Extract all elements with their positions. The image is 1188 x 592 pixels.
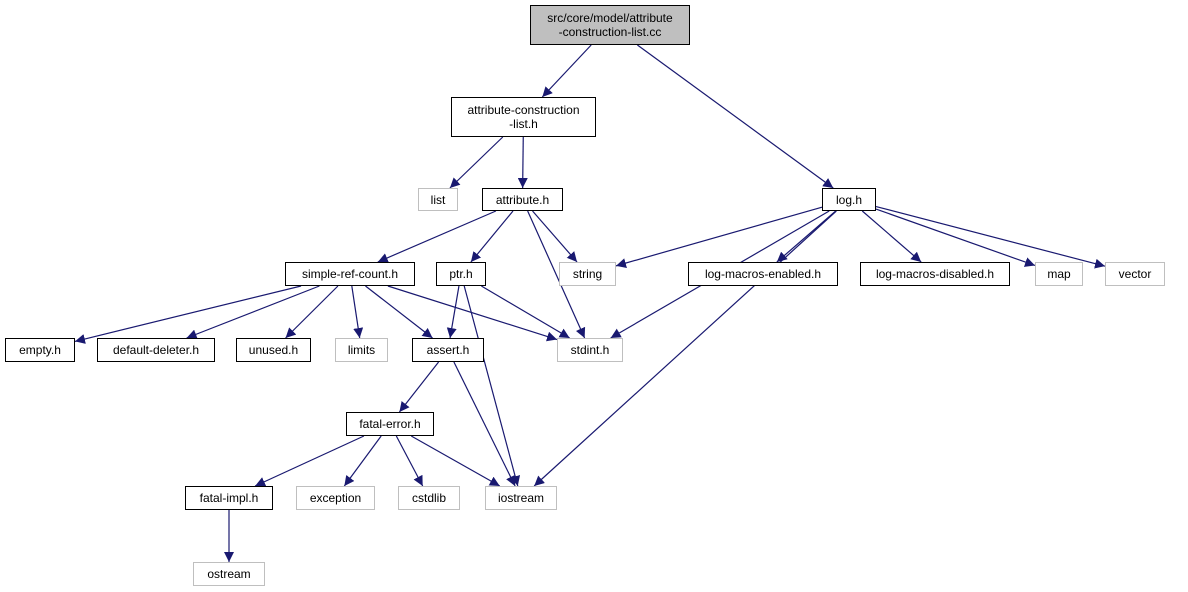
node-map[interactable]: map	[1035, 262, 1083, 286]
edge-attr-to-stdint	[527, 210, 586, 339]
edge-assert-to-fe	[398, 361, 440, 413]
node-log-h[interactable]: log.h	[822, 188, 876, 211]
edge-src-to-stdint	[387, 285, 558, 342]
edge-assert-to-iostream	[453, 361, 516, 487]
edge-src-to-dd	[186, 285, 320, 340]
node-iostream[interactable]: iostream	[485, 486, 557, 510]
node-log-macros-disabled-h[interactable]: log-macros-disabled.h	[860, 262, 1010, 286]
node-ostream[interactable]: ostream	[193, 562, 265, 586]
edge-src-to-limits	[351, 285, 364, 339]
edge-log-to-vector	[875, 205, 1106, 269]
node-log-macros-enabled-h[interactable]: log-macros-enabled.h	[688, 262, 838, 286]
edge-ptr-to-assert	[446, 285, 460, 339]
edge-src-to-assert	[365, 285, 433, 339]
edge-root-to-acl	[541, 44, 592, 98]
node-fatal-impl-h[interactable]: fatal-impl.h	[185, 486, 273, 510]
node-attribute-construction-list-h[interactable]: attribute-construction -list.h	[451, 97, 596, 137]
edge-log-to-map	[875, 208, 1036, 267]
edge-log-to-lmd	[861, 210, 922, 263]
node-attribute-h[interactable]: attribute.h	[482, 188, 563, 211]
edge-fe-to-exception	[343, 435, 382, 487]
edge-log-to-iostream	[533, 210, 837, 487]
edge-fe-to-cstdlib	[395, 435, 424, 487]
node-ptr-h[interactable]: ptr.h	[436, 262, 486, 286]
edge-attr-to-ptr	[470, 210, 514, 263]
edge-acl-to-attr	[517, 136, 528, 189]
edge-src-to-unused	[285, 285, 339, 339]
edge-attr-to-string	[532, 210, 578, 263]
edge-ptr-to-iostream	[463, 285, 521, 487]
node-stdint-h[interactable]: stdint.h	[557, 338, 623, 362]
edge-fe-to-iostream	[410, 435, 501, 487]
edge-acl-to-list	[449, 136, 504, 189]
edge-attr-to-src	[377, 210, 497, 263]
node-list[interactable]: list	[418, 188, 458, 211]
node-string[interactable]: string	[559, 262, 616, 286]
node-empty-h[interactable]: empty.h	[5, 338, 75, 362]
node-root-file[interactable]: src/core/model/attribute -construction-l…	[530, 5, 690, 45]
node-default-deleter-h[interactable]: default-deleter.h	[97, 338, 215, 362]
node-simple-ref-count-h[interactable]: simple-ref-count.h	[285, 262, 415, 286]
edge-log-to-lme	[776, 210, 837, 263]
node-fatal-error-h[interactable]: fatal-error.h	[346, 412, 434, 436]
node-cstdlib[interactable]: cstdlib	[398, 486, 460, 510]
node-assert-h[interactable]: assert.h	[412, 338, 484, 362]
edge-root-to-log	[637, 44, 834, 189]
edge-log-to-string	[615, 206, 823, 268]
edge-src-to-empty	[74, 285, 302, 344]
edge-fe-to-fi	[254, 435, 365, 487]
edge-ptr-to-stdint	[481, 285, 570, 339]
node-unused-h[interactable]: unused.h	[236, 338, 311, 362]
node-exception[interactable]: exception	[296, 486, 375, 510]
node-vector[interactable]: vector	[1105, 262, 1165, 286]
node-limits[interactable]: limits	[335, 338, 388, 362]
